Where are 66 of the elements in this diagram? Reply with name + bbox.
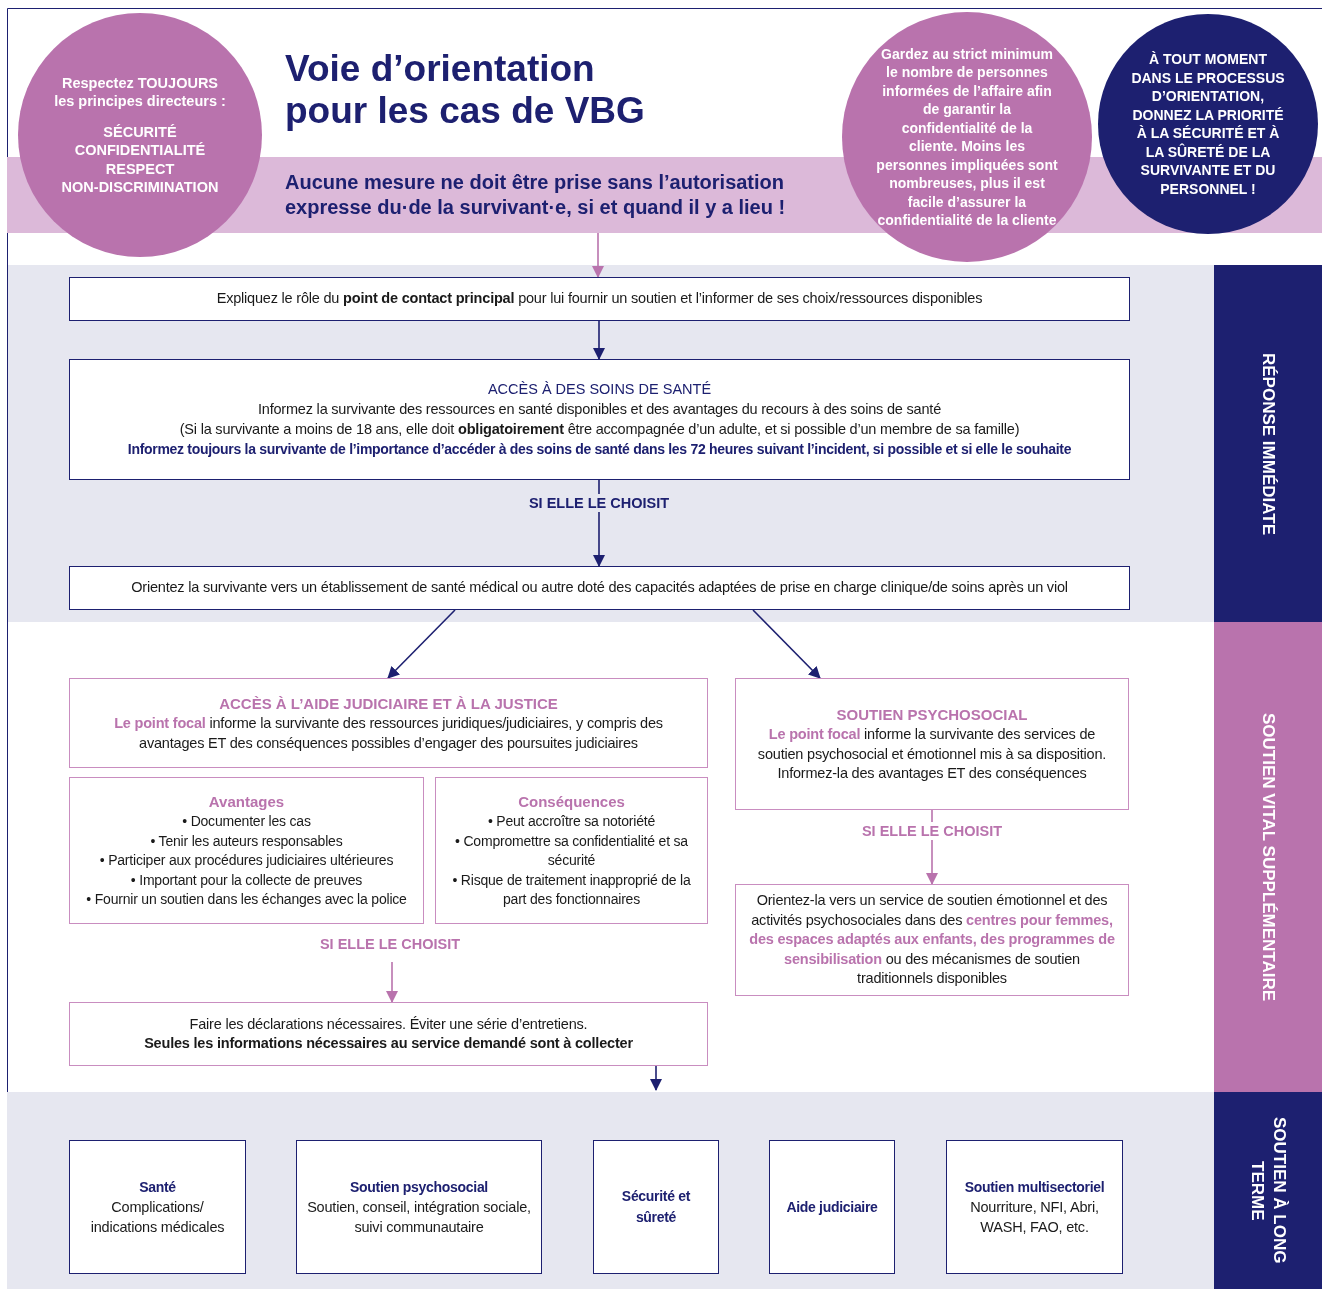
box-heading: Soutien multisectoriel [964,1178,1105,1197]
box-heading: Sécurité et sûreté [620,1187,692,1227]
box-text: Orientez la survivante vers un établissement de santé médical ou autre doté des capacités adaptées de prise en charge clinique/de soins après un viol [131,578,1068,598]
box-text: Seules les informations nécessaires au service demandé sont à collecter [144,1034,633,1053]
box-heading: Informez toujours la survivante de l’importance d’accéder à des soins de santé dans les 72 heures suivant l’incident, si possible et si elle le souhaite [127,440,1072,459]
box-text: Orientez-la vers un service de soutien émotionnel et des activités psychosociales dans des centres pour femmes, des espaces adaptés aux enfants, des programmes de sensibilisation ou des mécanismes de soutien traditionnels disponibles [748,891,1116,989]
box-text: Nourriture, NFI, Abri, WASH, FAO, etc. [969,1198,1100,1237]
process-box [435,777,708,924]
circle-text: RESPECT [105,159,175,178]
box-heading: Santé [139,1178,176,1197]
box-text: Soutien, conseil, intégration sociale, suivi communautaire [307,1198,531,1237]
connector-arrow [593,320,605,360]
box-heading: Avantages [208,792,285,813]
phase-label: SOUTIEN À LONG TERME [1247,1116,1290,1266]
bullet-item: • Tenir les auteurs responsables [150,831,343,851]
process-box [69,1140,246,1274]
circle-text: Gardez au strict minimum le nombre de personnes informées de l’affaire afin de garantir la confidentialité de la cliente. Moins les personnes impliquées sont nombreuses, plus il est facile d’assurer la confidentialité de la cliente [876,44,1058,230]
connector-arrow [650,1065,662,1091]
box-text: Expliquez le rôle du point de contact principal pour lui fournir un soutien et l’informer de ses choix/ressources disponibles [216,289,983,309]
box-heading: ACCÈS À DES SOINS DE SANTÉ [487,380,712,399]
box-heading: ACCÈS À L’AIDE JUDICIAIRE ET À LA JUSTICE [219,694,558,714]
bullet-item: • Documenter les cas [182,812,311,832]
phase-band [1214,1092,1322,1289]
connector-arrow [387,609,456,679]
process-box [69,678,708,768]
notice-text: Aucune mesure ne doit être prise sans l’autorisation expresse du·de la survivant·e, si et quand il y a lieu ! [285,170,787,220]
box-text: (Si la survivante a moins de 18 ans, elle doit obligatoirement être accompagnée d’un adulte, et si possible d’un membre de sa famille) [179,419,1020,439]
circle-text: NON-DISCRIMINATION [61,178,219,197]
bullet-item: • Participer aux procédures judiciaires ultérieures [99,851,394,871]
box-text: Complications/ indications médicales [89,1198,226,1237]
phase-band [1214,622,1322,1092]
connector-arrow [386,961,398,1003]
bullet-item: • Compromettre sa confidentialité et sa sécurité [454,831,689,871]
process-box [735,678,1129,810]
process-box [946,1140,1123,1274]
box-heading: Aide judiciaire [786,1197,878,1217]
bullet-item: • Peut accroître sa notoriété [487,812,656,832]
circle-text: SÉCURITÉ [103,122,177,141]
process-box [769,1140,895,1274]
box-text: Informez la survivante des ressources en santé disponibles et des avantages du recours à des soins de santé [257,400,942,419]
circle-text: À TOUT MOMENT DANS LE PROCESSUS D’ORIENTATION, DONNEZ LA PRIORITÉ À LA SÉCURITÉ ET À LA SÛRETÉ DE LA SURVIVANTE ET DU PERSONNEL ! [1130,50,1286,198]
box-text: Le point focal informe la survivante des services de soutien psychosocial et émotionnel mis à sa disposition. Informez-la des avantages ET des conséquences [756,725,1108,784]
process-box [69,566,1130,610]
box-text: Le point focal informe la survivante des ressources juridiques/judiciaires, y compris des avantages ET des conséquences possibles d’engager des poursuites judiciaires [113,714,664,753]
box-text: Faire les déclarations nécessaires. Éviter une série d’entretiens. [189,1014,588,1034]
bullet-item: • Fournir un soutien dans les échanges avec la police [86,890,407,910]
diagram-title: Voie d’orientation pour les cas de VBG [285,48,645,132]
box-heading: SOUTIEN PSYCHOSOCIAL [836,705,1028,726]
bullet-item: • Important pour la collecte de preuves [130,870,363,890]
phase-label: RÉPONSE IMMÉDIATE [1258,352,1279,535]
process-box [69,277,1130,321]
circle-text: Respectez TOUJOURS les principes directeurs : [53,73,227,111]
phase-label: SOUTIEN VITAL SUPPLÉMENTAIRE [1258,712,1279,1002]
process-box [69,1002,708,1066]
phase-band [1214,265,1322,622]
connector-arrow [592,232,604,278]
process-box [296,1140,542,1274]
bullet-item: • Risque de traitement inapproprié de la part des fonctionnaires [451,870,692,910]
circle-text: CONFIDENTIALITÉ [74,141,206,160]
box-heading: Conséquences [518,792,625,813]
connector-arrow [752,609,821,679]
process-box [69,359,1130,480]
process-box [735,884,1129,996]
process-box [69,777,424,924]
process-box [593,1140,719,1274]
box-heading: Soutien psychosocial [350,1178,488,1197]
